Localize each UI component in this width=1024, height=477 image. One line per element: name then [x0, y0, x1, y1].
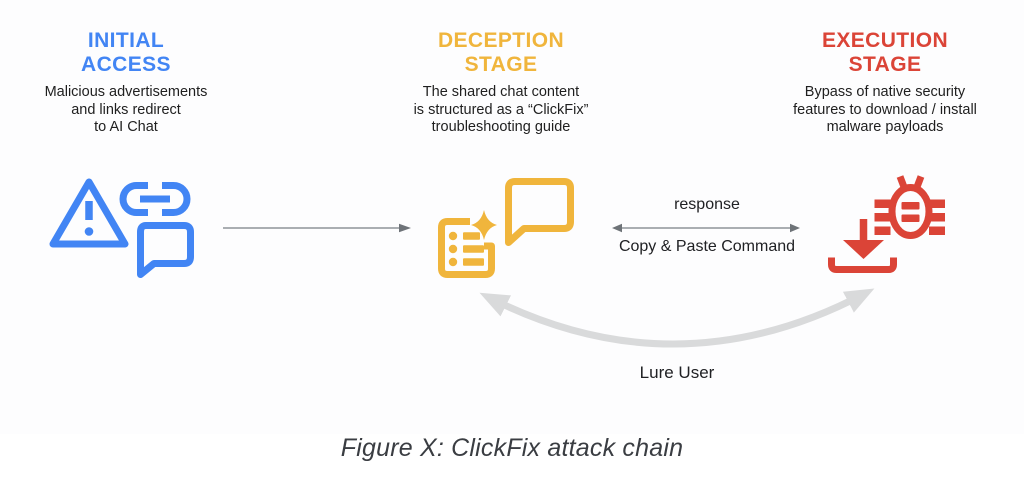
stage-title-line: ACCESS: [81, 53, 171, 76]
download-icon: [828, 219, 897, 273]
chat-bubble-icon: [505, 178, 574, 246]
initial-access-icon-cluster: [49, 178, 194, 278]
stage-desc-execution-stage: Bypass of native security features to do…: [745, 84, 1024, 137]
stage-title-line: DECEPTION: [437, 29, 565, 52]
stage-title-line: STAGE: [848, 53, 922, 76]
stage-title-line: STAGE: [464, 53, 538, 76]
execution-icon-cluster: [828, 175, 945, 273]
arrowhead-right: [399, 223, 411, 233]
stage-desc-line: features to download / install: [793, 101, 977, 118]
ai-list-document-icon: [438, 218, 495, 278]
exchange-arrow: [612, 223, 800, 233]
stage-desc-line: Bypass of native security: [804, 84, 966, 100]
stage-desc-initial-access: Malicious advertisements and links redir…: [0, 84, 252, 137]
stage-desc-line: is structured as a “ClickFix”: [413, 101, 589, 118]
stage-title-deception-stage: DECEPTION STAGE: [361, 29, 641, 77]
stage-desc-line: Malicious advertisements: [44, 84, 208, 100]
lure-curved-arrow: [479, 288, 875, 348]
warning-triangle-icon: [49, 178, 129, 248]
arrowhead-right: [790, 223, 800, 233]
deception-icon-cluster: [438, 178, 574, 278]
chat-bubble-icon: [137, 222, 194, 278]
bug-icon: [874, 175, 945, 239]
stage-title-line: EXECUTION: [821, 29, 949, 52]
copy-paste-command-label: Copy & Paste Command: [618, 238, 796, 255]
response-label: response: [674, 196, 740, 213]
link-icon: [119, 182, 191, 216]
stage-desc-line: troubleshooting guide: [431, 119, 571, 135]
stage-desc-line: and links redirect: [71, 101, 181, 118]
stage-desc-line: malware payloads: [826, 119, 944, 135]
stage-title-execution-stage: EXECUTION STAGE: [745, 29, 1024, 77]
figure-caption: Figure X: ClickFix attack chain: [340, 434, 684, 462]
stage-desc-line: The shared chat content: [422, 84, 580, 100]
stage-desc-deception-stage: The shared chat content is structured as…: [361, 84, 641, 137]
forward-arrow: [223, 223, 411, 233]
stage-title-line: INITIAL: [87, 29, 165, 52]
sparkle-icon: [471, 210, 497, 240]
stage-title-initial-access: INITIAL ACCESS: [0, 29, 252, 77]
arrowhead-left: [612, 223, 622, 233]
stage-desc-line: to AI Chat: [94, 119, 158, 135]
lure-user-label: Lure User: [639, 363, 715, 382]
